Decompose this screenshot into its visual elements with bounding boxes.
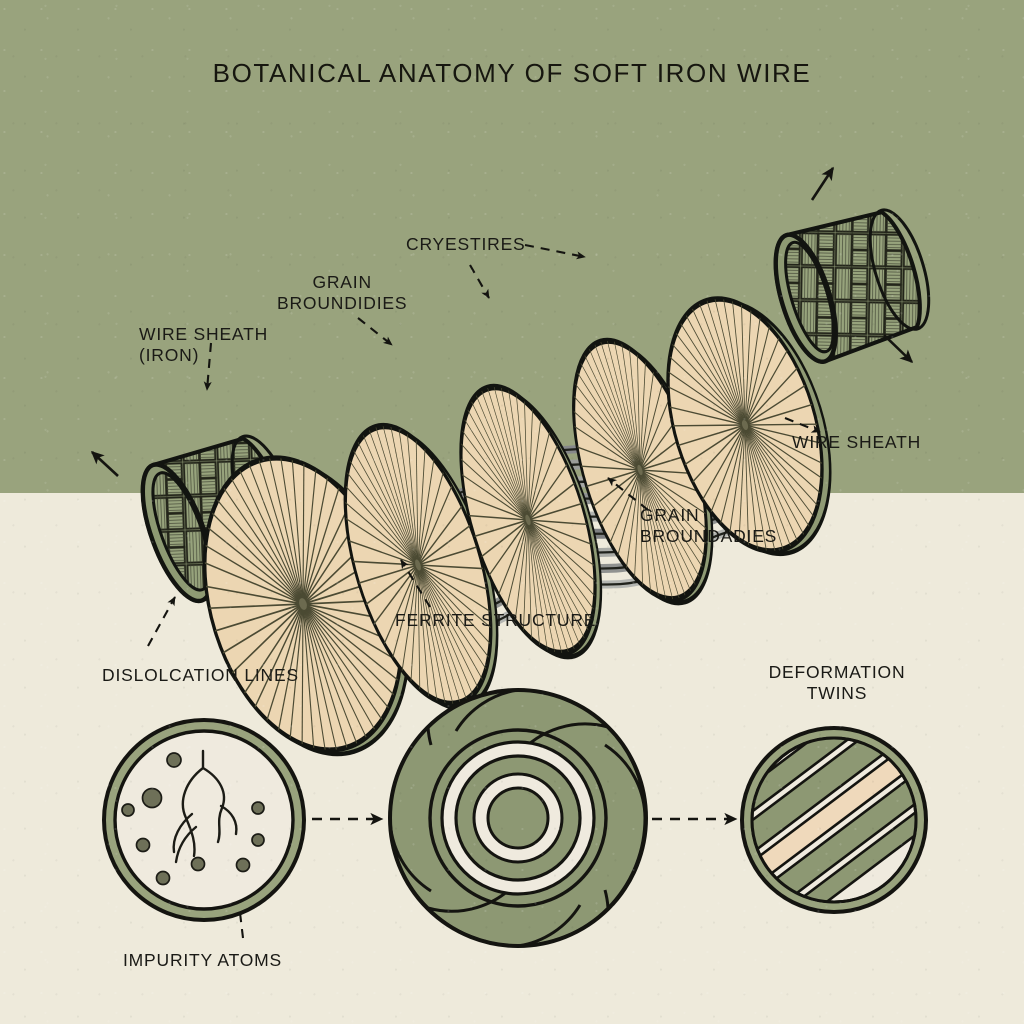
label-wire-sheath-left: WIRE SHEATH (IRON): [139, 324, 269, 366]
label-grain-boundaries-left: GRAIN BROUNDIDIES: [277, 272, 408, 314]
grain-disc-3[interactable]: [434, 370, 628, 673]
leader-grain-boundaries-left: [357, 317, 393, 346]
label-deformation-twins: DEFORMATION TWINS: [768, 662, 906, 704]
micrograph-deformation-twins[interactable]: [714, 702, 945, 924]
label-crystallites: CRYESTIRES: [406, 234, 526, 254]
braid-outer: [388, 688, 647, 948]
leader-grain-boundaries-right: [607, 477, 649, 511]
dislocation-network: [172, 749, 238, 864]
label-ferrite-structure: FERRITE STRUCTURE: [395, 610, 597, 630]
leader-dislocation-lines: [147, 596, 176, 647]
label-impurity-atoms: IMPURITY ATOMS: [123, 950, 283, 970]
label-grain-boundaries-right: GRAIN BROUNDADIES: [640, 505, 778, 547]
explode-arrows: [90, 166, 914, 477]
leader-crystallites-top: [524, 243, 586, 260]
leader-wire-sheath-right: [784, 417, 821, 433]
label-dislocation-lines: DISLOLCATION LINES: [102, 665, 299, 685]
leader-crystallites: [469, 264, 490, 299]
micrograph-grain-rings[interactable]: [388, 688, 648, 948]
explode-arrow-down-right: [883, 334, 914, 364]
micrograph-impurity-atoms[interactable]: [102, 718, 306, 922]
label-wire-sheath-right: WIRE SHEATH: [792, 432, 922, 452]
grain-disc-2[interactable]: [316, 408, 526, 727]
micrograph-row: [102, 688, 945, 948]
wire-sheath-cap-right[interactable]: [763, 199, 941, 368]
grain-disc-5[interactable]: [640, 278, 858, 575]
exploded-assembly: [90, 166, 941, 775]
page-title: BOTANICAL ANATOMY OF SOFT IRON WIRE: [212, 58, 812, 88]
explode-arrow-up-right: [810, 166, 835, 201]
leader-wire-sheath-left: [203, 342, 213, 391]
explode-arrow-left: [90, 451, 119, 477]
impurity-dots: [121, 752, 265, 886]
